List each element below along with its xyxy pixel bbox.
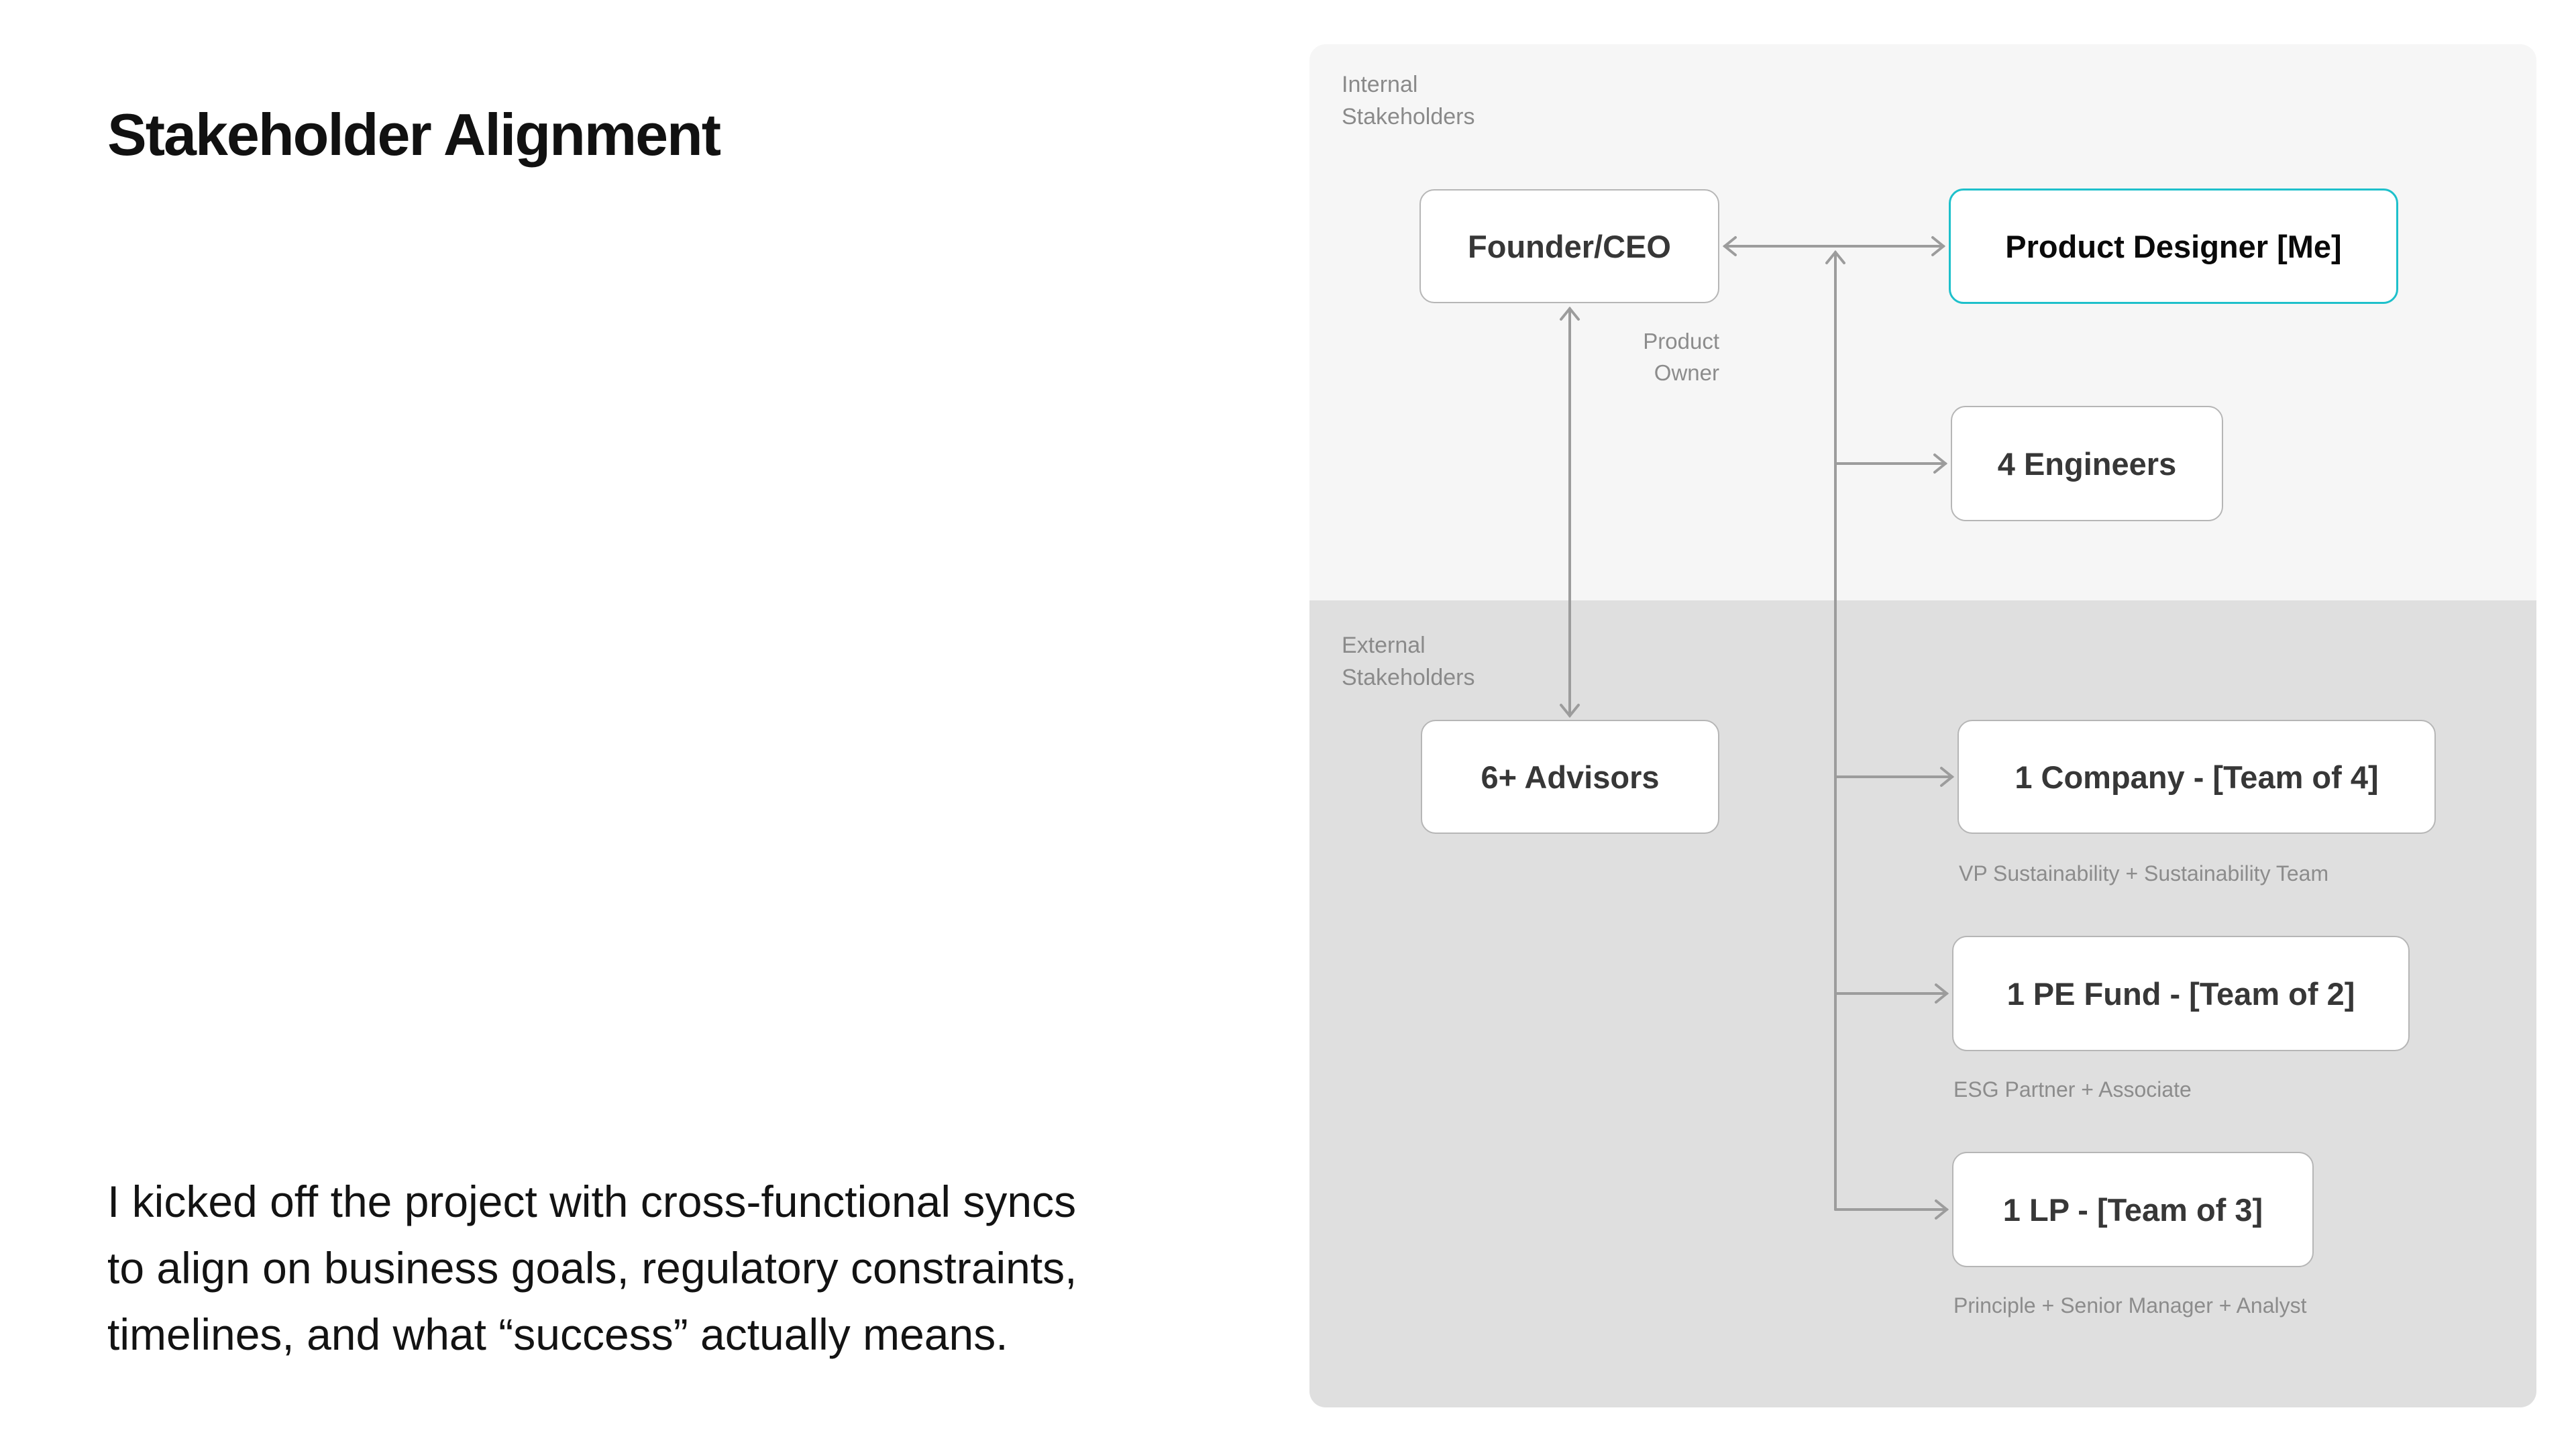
node-advisors-label: 6+ Advisors [1481,759,1660,795]
node-company: 1 Company - [Team of 4] [1957,720,2436,834]
node-product-designer-label: Product Designer [Me] [2005,228,2342,264]
lp-caption: Principle + Senior Manager + Analyst [1953,1293,2307,1318]
node-pe-fund: 1 PE Fund - [Team of 2] [1952,936,2410,1051]
node-product-designer: Product Designer [Me] [1949,189,2398,304]
node-founder-ceo-label: Founder/CEO [1468,228,1671,264]
internal-section-label: Internal Stakeholders [1342,72,1475,130]
external-section-label: External Stakeholders [1342,633,1475,691]
node-engineers-label: 4 Engineers [1997,445,2177,482]
node-advisors: 6+ Advisors [1421,720,1719,834]
node-engineers: 4 Engineers [1951,406,2223,521]
pe-fund-caption: ESG Partner + Associate [1953,1077,2192,1102]
product-owner-edge-label: Product Owner [1643,329,1719,385]
stakeholder-diagram-panel: Internal Stakeholders External Stakehold… [1309,44,2536,1407]
internal-stakeholders-section [1309,44,2536,600]
node-company-label: 1 Company - [Team of 4] [2015,759,2379,795]
intro-paragraph: I kicked off the project with cross-func… [107,1177,1077,1359]
node-founder-ceo: Founder/CEO [1419,189,1719,303]
company-caption: VP Sustainability + Sustainability Team [1959,861,2329,885]
page-title: Stakeholder Alignment [107,101,721,168]
node-pe-fund-label: 1 PE Fund - [Team of 2] [2006,975,2355,1012]
node-lp-label: 1 LP - [Team of 3] [2002,1191,2263,1228]
node-lp: 1 LP - [Team of 3] [1952,1152,2314,1267]
